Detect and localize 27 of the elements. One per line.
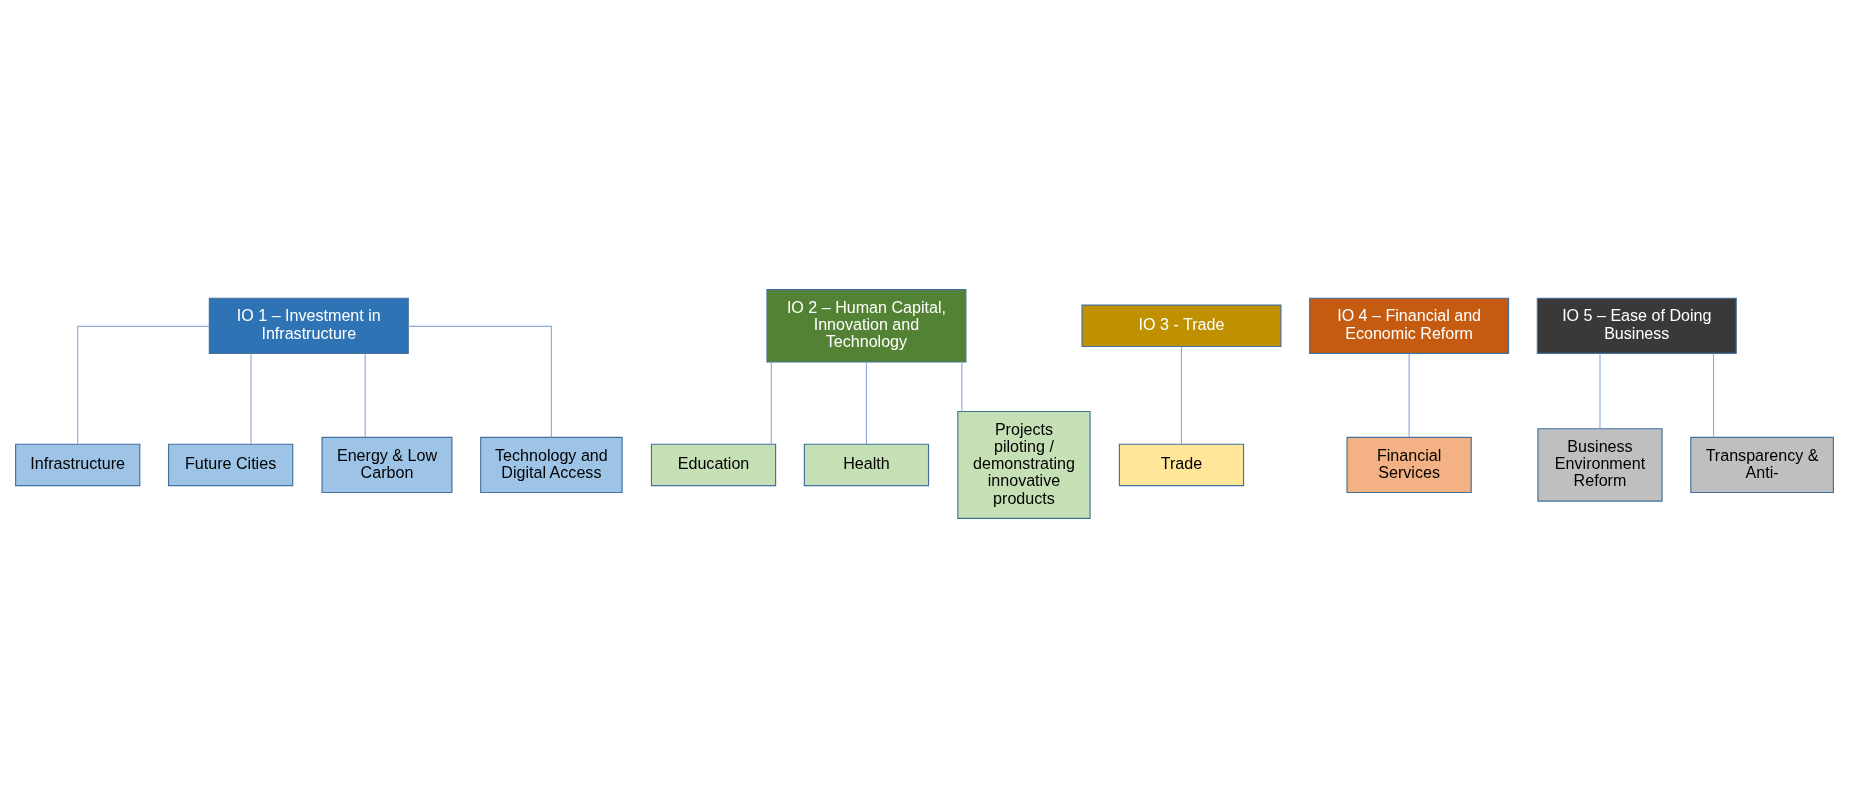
node-box: Energy & Low Carbon (321, 436, 453, 494)
connector (407, 325, 552, 438)
node-box: Health (803, 443, 930, 487)
connector (1408, 353, 1410, 438)
node-box: Infrastructure (15, 443, 141, 487)
connector (961, 361, 963, 412)
node-box: Future Cities (167, 443, 294, 487)
node-box: IO 4 – Financial and Economic Reform (1309, 297, 1510, 354)
connector (77, 325, 210, 445)
node-box: Education (650, 443, 777, 487)
node-box: Trade (1118, 443, 1245, 487)
node-box: IO 5 – Ease of Doing Business (1536, 297, 1737, 354)
connector (1712, 353, 1715, 438)
connector (770, 361, 772, 445)
node-box: Technology and Digital Access (480, 436, 623, 494)
node-box: Financial Services (1346, 436, 1472, 494)
connector (1599, 353, 1601, 430)
connector (364, 353, 366, 438)
connector (1180, 346, 1183, 445)
node-box: IO 3 - Trade (1081, 304, 1282, 348)
node-box: IO 1 – Investment in Infrastructure (208, 297, 409, 354)
node-box: Business Environment Reform (1537, 428, 1663, 502)
node-box: Transparency & Anti- (1690, 436, 1834, 494)
node-box: IO 2 – Human Capital, Innovation and Technology (766, 289, 967, 363)
node-box: Projects piloting / demonstrating innovative products (957, 410, 1091, 519)
connector (250, 353, 252, 445)
connector (865, 361, 867, 445)
